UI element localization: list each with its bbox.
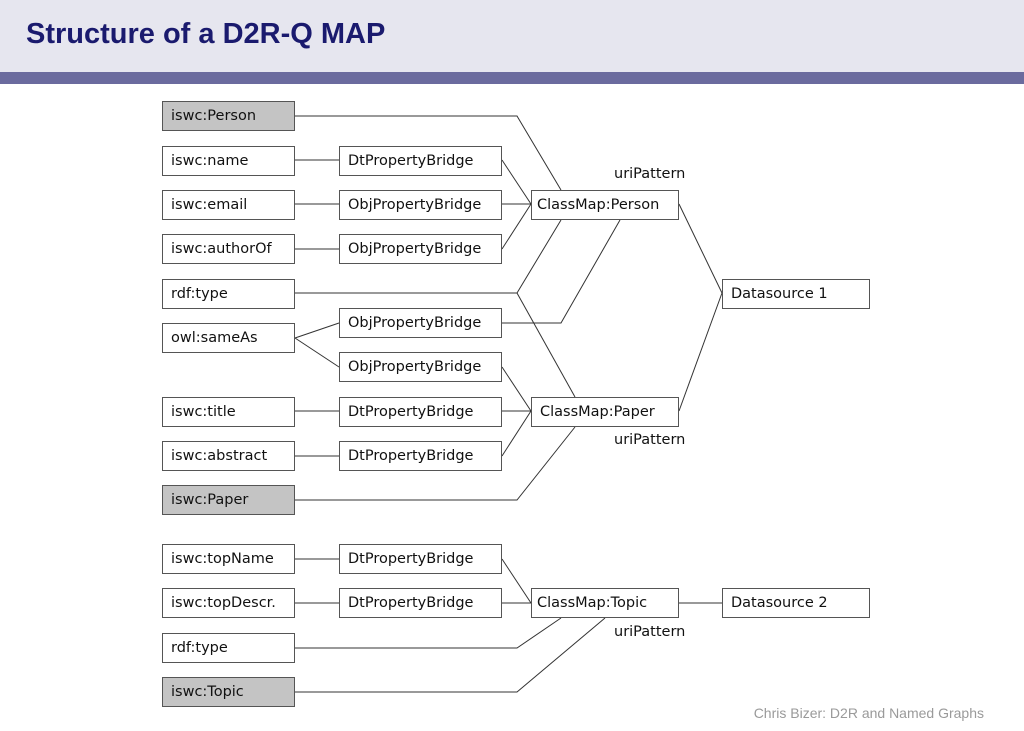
property-node-owl-sameas: owl:sameAs <box>162 323 295 353</box>
class-node-iswc-paper: iswc:Paper <box>162 485 295 515</box>
property-node-iswc-abstract: iswc:abstract <box>162 441 295 471</box>
obj-property-bridge-authorof: ObjPropertyBridge <box>339 234 502 264</box>
property-node-iswc-topdescr: iswc:topDescr. <box>162 588 295 618</box>
datasource-2: Datasource 2 <box>722 588 870 618</box>
dt-property-bridge-abstract: DtPropertyBridge <box>339 441 502 471</box>
property-node-iswc-title: iswc:title <box>162 397 295 427</box>
property-node-iswc-email: iswc:email <box>162 190 295 220</box>
uripattern-label-person: uriPattern <box>614 166 686 182</box>
slide-header <box>0 0 1024 72</box>
property-node-iswc-name: iswc:name <box>162 146 295 176</box>
class-node-iswc-topic: iswc:Topic <box>162 677 295 707</box>
class-node-iswc-person: iswc:Person <box>162 101 295 131</box>
classmap-person: ClassMap:Person <box>531 190 679 220</box>
property-node-rdf-type-1: rdf:type <box>162 279 295 309</box>
classmap-topic: ClassMap:Topic <box>531 588 679 618</box>
obj-property-bridge-sameas-1: ObjPropertyBridge <box>339 308 502 338</box>
obj-property-bridge-email: ObjPropertyBridge <box>339 190 502 220</box>
property-node-rdf-type-2: rdf:type <box>162 633 295 663</box>
obj-property-bridge-sameas-2: ObjPropertyBridge <box>339 352 502 382</box>
dt-property-bridge-name: DtPropertyBridge <box>339 146 502 176</box>
slide-footer: Chris Bizer: D2R and Named Graphs <box>753 705 984 721</box>
uripattern-label-paper: uriPattern <box>614 432 686 448</box>
dt-property-bridge-topname: DtPropertyBridge <box>339 544 502 574</box>
header-divider-bar <box>0 72 1024 84</box>
slide-title: Structure of a D2R-Q MAP <box>26 18 386 50</box>
dt-property-bridge-topdescr: DtPropertyBridge <box>339 588 502 618</box>
datasource-1: Datasource 1 <box>722 279 870 309</box>
property-node-iswc-authorof: iswc:authorOf <box>162 234 295 264</box>
uripattern-label-topic: uriPattern <box>614 624 686 640</box>
classmap-paper: ClassMap:Paper <box>531 397 679 427</box>
dt-property-bridge-title: DtPropertyBridge <box>339 397 502 427</box>
property-node-iswc-topname: iswc:topName <box>162 544 295 574</box>
